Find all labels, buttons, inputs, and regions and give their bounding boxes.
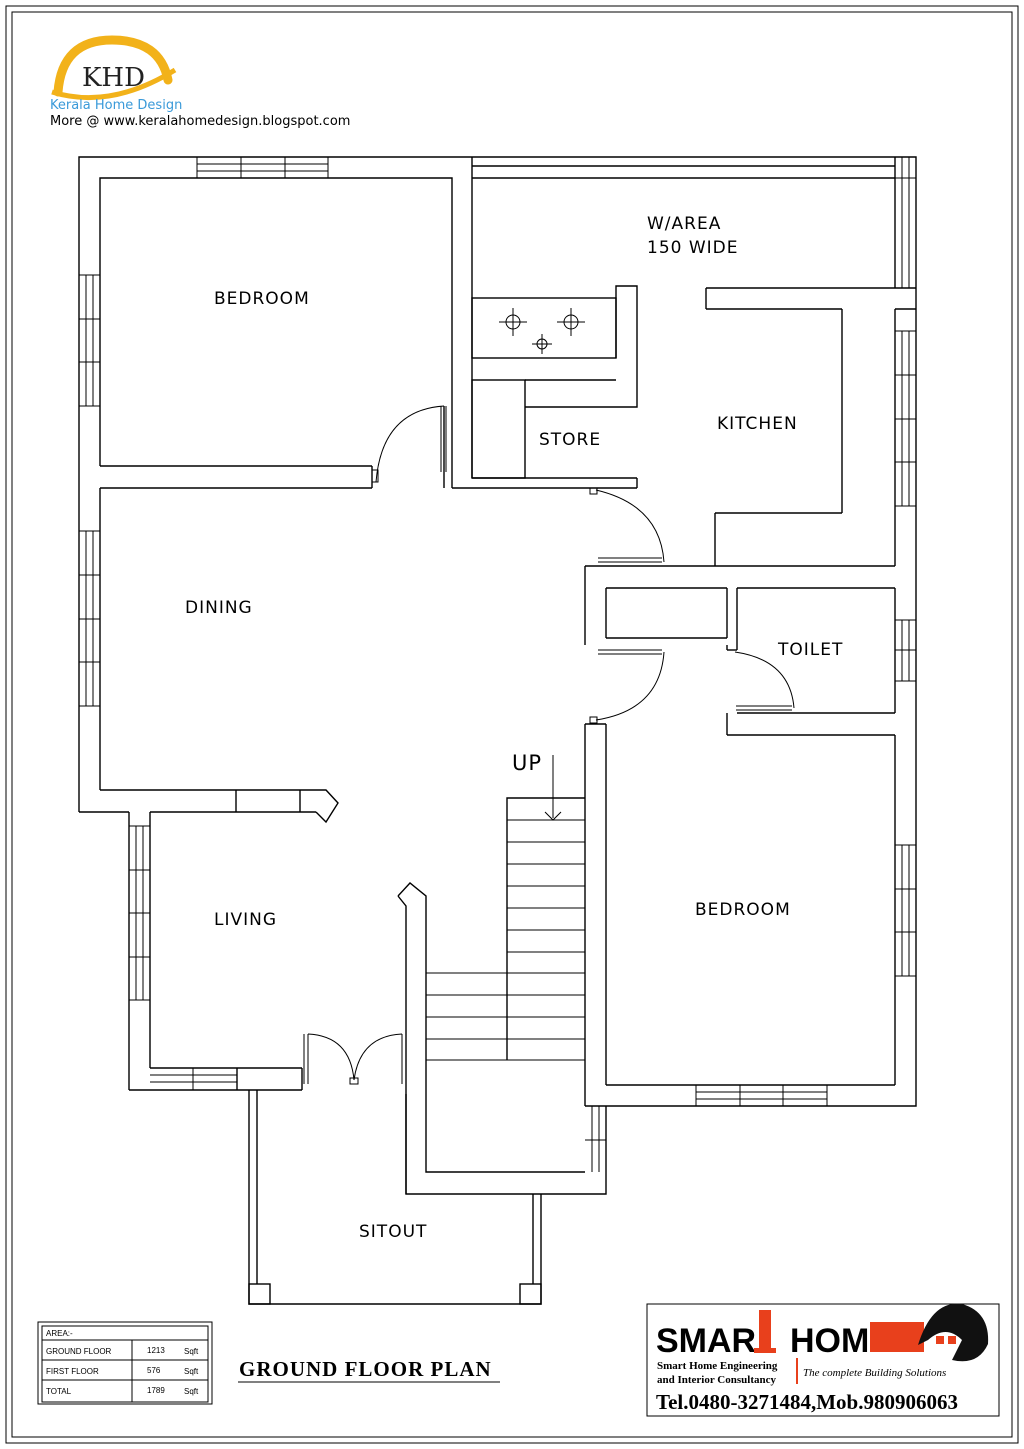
smart-home-brand: SMAR HOM Smart Home Engineering and Inte…	[646, 1303, 1000, 1417]
logo-url: More @ www.keralahomedesign.blogspot.com	[50, 114, 350, 129]
brand-right: HOM	[790, 1322, 869, 1360]
house-icon-window	[948, 1336, 956, 1344]
house-icon	[918, 1303, 989, 1362]
hob-burners	[499, 308, 585, 354]
brand-tel: Tel.0480-3271484,Mob.980906063	[656, 1390, 958, 1414]
brand-line2: and Interior Consultancy	[657, 1374, 776, 1386]
logo-mark: KHD	[82, 63, 145, 93]
page-border-inner	[11, 11, 1013, 1438]
brand-i-dot	[754, 1348, 776, 1353]
room-label-kitchen: KITCHEN	[717, 414, 798, 434]
room-label-warea: W/AREA	[647, 214, 721, 234]
logo-name: Kerala Home Design	[50, 98, 182, 113]
logo-arc	[53, 35, 173, 97]
room-label-dining: DINING	[185, 598, 253, 618]
area-row-unit: Sqft	[184, 1347, 199, 1356]
area-row-unit: Sqft	[184, 1367, 199, 1376]
room-label-bedroom-right: BEDROOM	[695, 900, 791, 920]
brand-i-bar	[759, 1310, 771, 1352]
area-table: AREA:- GROUND FLOOR 1213 Sqft FIRST FLOO…	[37, 1321, 213, 1405]
brand-tagline: The complete Building Solutions	[803, 1367, 946, 1379]
area-table-heading: AREA:-	[46, 1329, 73, 1338]
brand-e-block	[870, 1322, 924, 1352]
area-row-value: 576	[147, 1366, 161, 1375]
doors	[303, 405, 795, 1085]
khd-logo: KHD Kerala Home Design More @ www.kerala…	[50, 35, 350, 129]
room-label-bedroom-top: BEDROOM	[214, 289, 310, 309]
area-row-value: 1213	[147, 1346, 165, 1355]
area-row-value: 1789	[147, 1386, 165, 1395]
brand-left: SMAR	[656, 1322, 756, 1360]
area-row-label: GROUND FLOOR	[46, 1347, 112, 1356]
room-label-warea-width: 150 WIDE	[647, 238, 739, 258]
windows	[79, 157, 916, 1172]
stair-up-label: UP	[512, 751, 542, 775]
page-border-outer	[5, 5, 1019, 1444]
area-row-unit: Sqft	[184, 1387, 199, 1396]
brand-line1: Smart Home Engineering	[657, 1360, 778, 1372]
area-row-label: FIRST FLOOR	[46, 1367, 99, 1376]
staircase	[426, 755, 585, 1061]
walls	[78, 156, 917, 1305]
room-label-living: LIVING	[214, 910, 277, 930]
logo-arc-base	[51, 67, 177, 101]
plan-title: GROUND FLOOR PLAN	[239, 1357, 492, 1381]
area-row-label: TOTAL	[46, 1387, 72, 1396]
room-label-sitout: SITOUT	[359, 1222, 427, 1242]
room-label-toilet: TOILET	[777, 640, 843, 660]
house-icon-window	[936, 1336, 944, 1344]
room-label-store: STORE	[539, 430, 601, 450]
